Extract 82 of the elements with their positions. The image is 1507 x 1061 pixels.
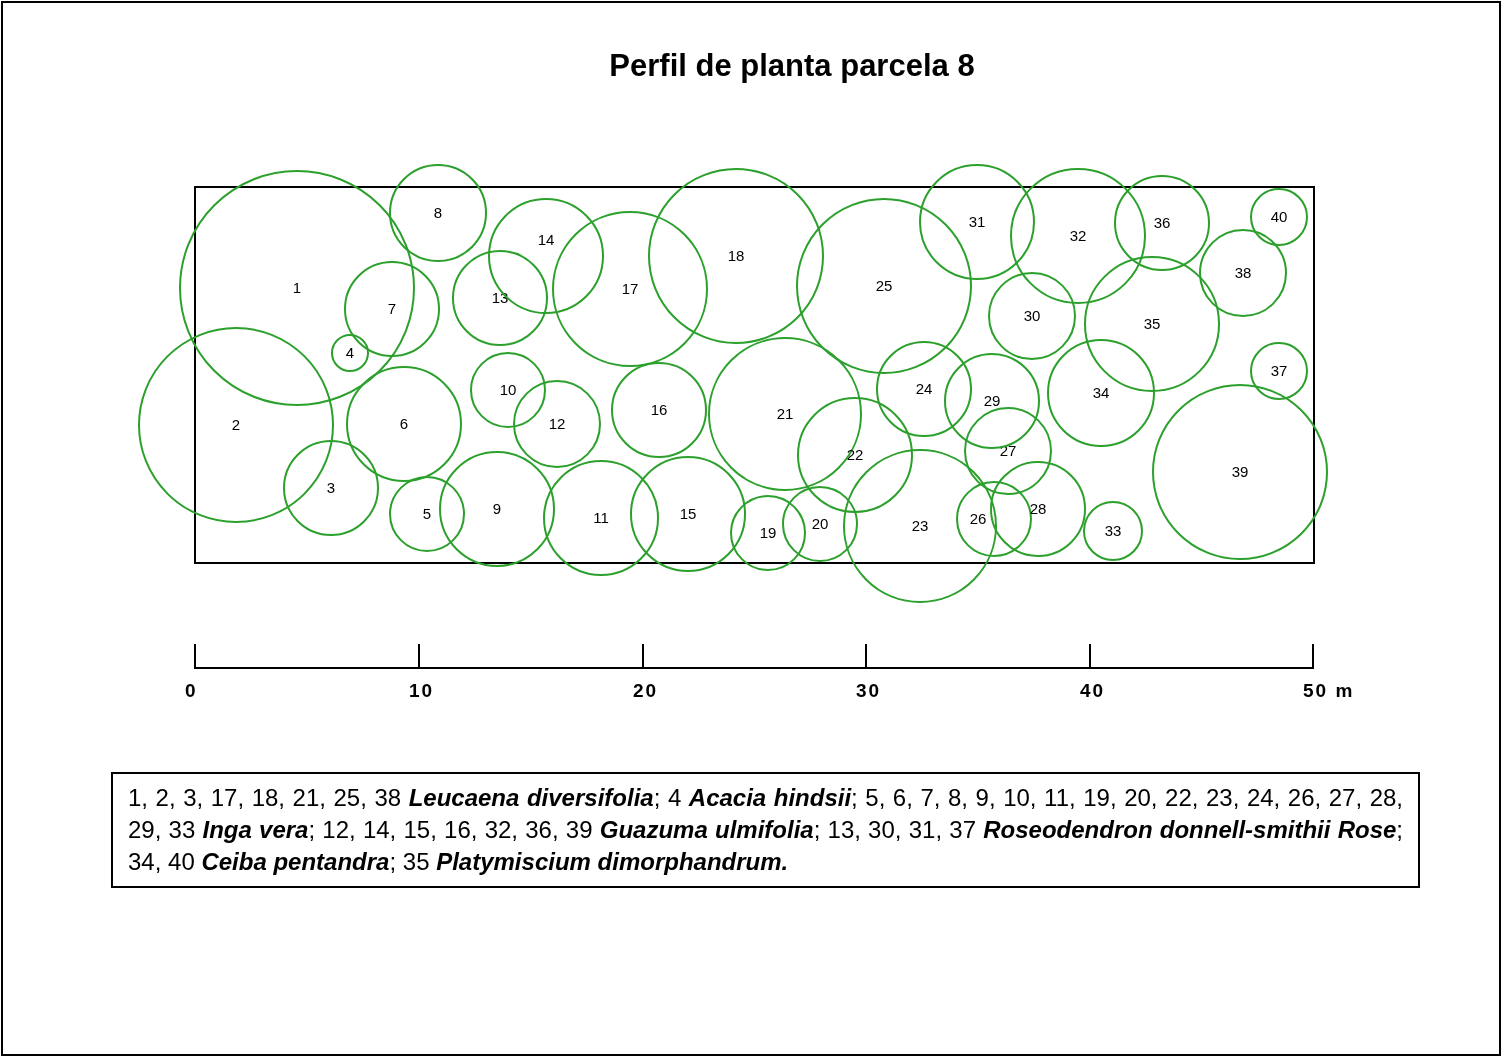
tree-crown-circle (782, 486, 858, 562)
tree-number: 34 (1091, 385, 1111, 401)
scale-label: 40 (1080, 680, 1106, 702)
tree-crown-circle (630, 456, 746, 572)
tree-crown-circle (488, 198, 604, 314)
tree-number: 36 (1152, 215, 1172, 231)
tree-crown-circle (452, 250, 548, 346)
tree-number: 33 (1103, 523, 1123, 539)
tree-number: 31 (967, 214, 987, 230)
tree-crown-circle (1250, 342, 1308, 400)
tree-number: 39 (1230, 464, 1250, 480)
tree-number: 17 (620, 281, 640, 297)
tree-crown-circle (611, 362, 707, 458)
tree-crown-circle (346, 366, 462, 482)
tree-crown-circle (797, 397, 913, 513)
tree-crown-circle (708, 337, 862, 491)
tree-number: 23 (910, 518, 930, 534)
tree-crown-circle (876, 341, 972, 437)
tree-number: 28 (1028, 501, 1048, 517)
tree-number: 37 (1269, 363, 1289, 379)
species-key-box (111, 772, 1420, 888)
tree-number: 25 (874, 278, 894, 294)
tree-crown-circle (1152, 384, 1328, 560)
tree-crown-circle (964, 407, 1052, 495)
tree-number: 21 (775, 406, 795, 422)
scale-label: 50 m (1303, 680, 1355, 702)
tree-crown-circle (1199, 229, 1287, 317)
tree-crown-circle (439, 451, 555, 567)
tree-crown-circle (988, 272, 1076, 360)
scale-label: 10 (409, 680, 435, 702)
tree-crown-circle (389, 164, 487, 262)
tree-number: 24 (914, 381, 934, 397)
species-key-text: 1, 2, 3, 17, 18, 21, 25, 38 Leucaena diversifolia; 4 Acacia hindsii; 5, 6, 7, 8, 9, 10, 11, 19, 20, 22, 23, 24, 26, 27, 28, 29, 33 Inga vera; 12, 14, 15, 16, 32, 36, 39 Guazuma ulmifolia; 13, 30, 31, 37 Roseodendron donnell-smithii Rose; 34, 40 Ceiba pentandra; 35 Platymiscium dimorphandrum. (128, 783, 1403, 877)
tree-crown-circle (1250, 188, 1308, 246)
tree-number: 7 (386, 301, 398, 317)
tree-crown-circle (1083, 501, 1143, 561)
tree-crown-circle (344, 261, 440, 357)
tree-crown-circle (331, 334, 369, 372)
tree-crown-circle (389, 476, 465, 552)
tree-number: 30 (1022, 308, 1042, 324)
tree-crown-circle (1047, 339, 1155, 447)
tree-number: 35 (1142, 316, 1162, 332)
tree-number: 8 (432, 205, 444, 221)
tree-number: 29 (982, 393, 1002, 409)
tree-crown-circle (552, 211, 708, 367)
scale-label: 30 (856, 680, 882, 702)
tree-crown-circle (283, 440, 379, 536)
tree-number: 20 (810, 516, 830, 532)
tree-number: 15 (678, 506, 698, 522)
tree-number: 14 (536, 232, 556, 248)
tree-crown-circle (1114, 175, 1210, 271)
tree-number: 32 (1068, 228, 1088, 244)
tree-crown-circle (543, 460, 659, 576)
tree-crown-circle (179, 170, 415, 406)
tree-number: 9 (491, 501, 503, 517)
tree-number: 1 (291, 280, 303, 296)
tree-number: 5 (421, 506, 433, 522)
tree-crown-circle (990, 461, 1086, 557)
tree-number: 4 (344, 345, 356, 361)
tree-crown-circle (470, 352, 546, 428)
tree-number: 10 (498, 382, 518, 398)
tree-crown-circle (919, 164, 1035, 280)
tree-crown-circle (730, 495, 806, 571)
tree-crown-circle (138, 327, 334, 523)
tree-number: 11 (592, 510, 610, 526)
tree-crown-circle (956, 481, 1032, 557)
tree-number: 2 (230, 417, 242, 433)
tree-number: 16 (649, 402, 669, 418)
tree-number: 26 (968, 511, 988, 527)
tree-number: 38 (1233, 265, 1253, 281)
tree-crown-circle (843, 449, 997, 603)
tree-crown-circle (648, 168, 824, 344)
tree-number: 40 (1269, 209, 1289, 225)
tree-number: 18 (726, 248, 746, 264)
tree-crown-circle (1010, 168, 1146, 304)
scale-label: 20 (633, 680, 659, 702)
scale-label: 0 (185, 680, 198, 702)
tree-number: 6 (398, 416, 410, 432)
tree-number: 3 (325, 480, 337, 496)
tree-number: 19 (758, 525, 778, 541)
chart-title: Perfil de planta parcela 8 (608, 48, 976, 84)
tree-number: 12 (547, 416, 567, 432)
